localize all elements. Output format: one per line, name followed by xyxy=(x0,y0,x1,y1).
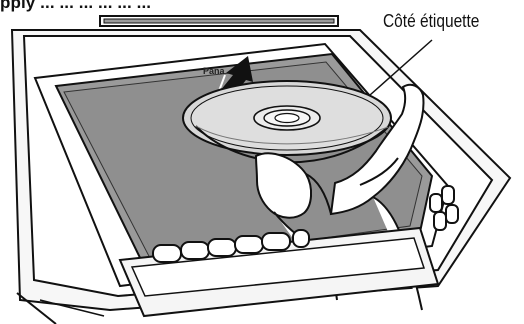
side-button-bottom[interactable] xyxy=(434,212,446,230)
brand-text: Pana xyxy=(203,66,226,76)
button-6[interactable] xyxy=(293,230,309,247)
side-button-mid[interactable] xyxy=(446,205,458,223)
button-4[interactable] xyxy=(235,236,263,253)
button-3[interactable] xyxy=(208,239,236,256)
button-1[interactable] xyxy=(153,245,181,262)
button-5[interactable] xyxy=(262,233,290,250)
button-2[interactable] xyxy=(181,242,209,259)
disc-slot xyxy=(100,16,338,26)
side-button-top-right[interactable] xyxy=(442,186,454,204)
side-button-top[interactable] xyxy=(430,194,442,212)
